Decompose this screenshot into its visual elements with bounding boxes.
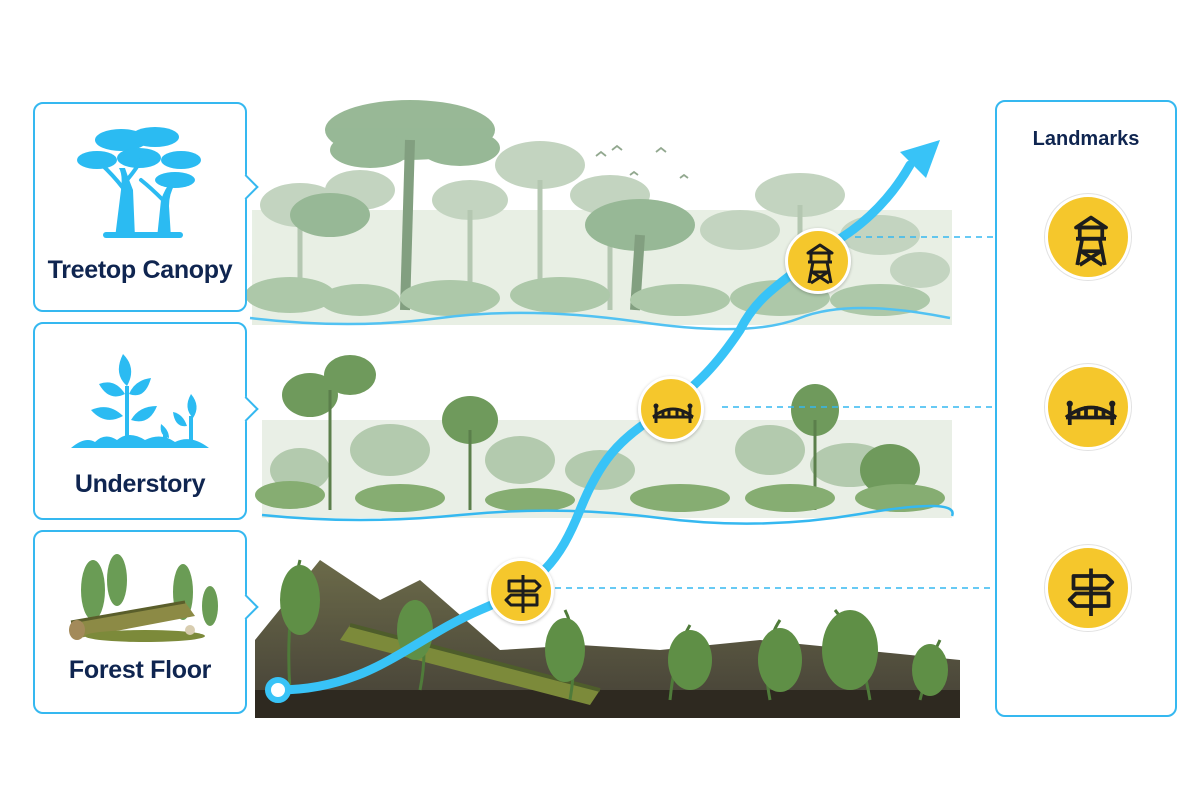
canopy-band xyxy=(245,100,952,331)
canopy-tree-icon xyxy=(77,127,201,238)
landmark-signpost[interactable] xyxy=(1045,545,1131,631)
watchtower-icon xyxy=(806,243,834,285)
route-badge-watchtower[interactable] xyxy=(785,228,851,294)
understory-band xyxy=(255,355,954,525)
route-badge-bridge[interactable] xyxy=(638,376,704,442)
landmark-watchtower[interactable] xyxy=(1045,194,1131,280)
signpost-icon xyxy=(504,575,542,613)
route-arrowhead xyxy=(900,140,940,178)
watchtower-icon xyxy=(1074,215,1108,267)
layer-card-understory[interactable]: Understory xyxy=(33,322,247,520)
layer-card-forest-floor[interactable]: Forest Floor xyxy=(33,530,247,714)
route-badge-signpost[interactable] xyxy=(488,558,554,624)
layer-label-understory: Understory xyxy=(74,470,206,498)
layer-label-canopy: Treetop Canopy xyxy=(47,256,233,284)
bridge-icon xyxy=(652,403,694,423)
forest-floor-band xyxy=(255,559,960,718)
layer-label-forest-floor: Forest Floor xyxy=(68,656,212,684)
landmarks-title: Landmarks xyxy=(1032,128,1140,150)
sprout-icon xyxy=(71,354,209,448)
bridge-icon xyxy=(1064,400,1118,425)
signpost-icon xyxy=(1067,568,1115,616)
route-start-dot xyxy=(265,677,291,703)
fern-log-icon xyxy=(69,554,218,642)
layer-card-canopy[interactable]: Treetop Canopy xyxy=(33,102,247,312)
landmark-bridge[interactable] xyxy=(1045,364,1131,450)
